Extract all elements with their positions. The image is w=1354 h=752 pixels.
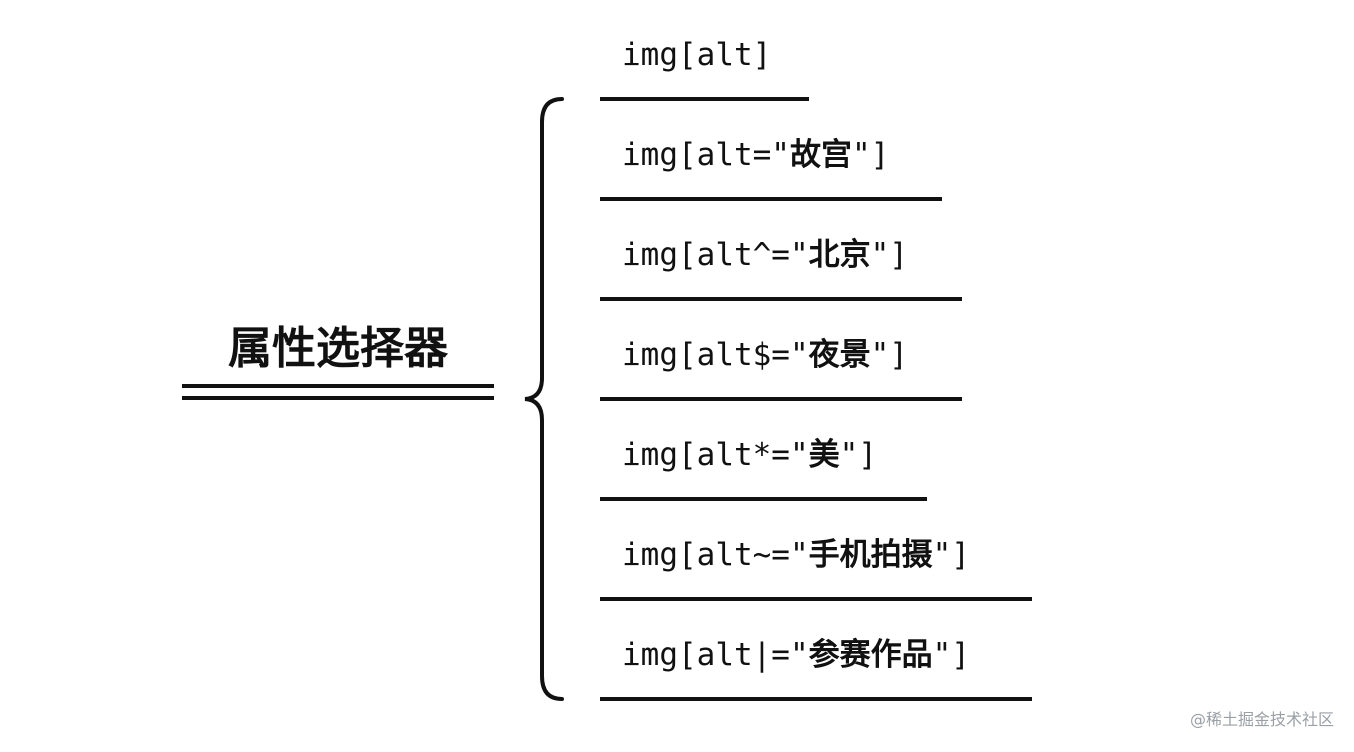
- selector-prefix: img[alt=": [622, 137, 790, 173]
- selector-value: 参赛作品: [808, 637, 933, 673]
- selector-code: img[alt~="手机拍摄"]: [622, 540, 970, 571]
- selector-value: 北京: [808, 237, 871, 273]
- selector-suffix: "]: [870, 237, 908, 273]
- selector-code: img[alt*="美"]: [622, 440, 877, 471]
- selector-suffix: "]: [932, 637, 970, 673]
- item-underline: [600, 597, 1032, 601]
- watermark: @稀土掘金技术社区: [1189, 710, 1334, 729]
- selector-code: img[alt|="参赛作品"]: [622, 640, 970, 671]
- item-underline: [600, 497, 927, 501]
- selector-suffix: "]: [851, 137, 890, 173]
- selector-value: 故宫: [789, 137, 852, 173]
- selector-suffix: "]: [932, 537, 970, 573]
- item-underline: [600, 97, 809, 101]
- selector-code: img[alt]: [622, 40, 771, 71]
- selector-prefix: img[alt*=": [622, 437, 809, 473]
- selector-code: img[alt="故宫"]: [622, 140, 889, 171]
- selector-value: 美: [808, 437, 840, 473]
- selector-prefix: img[alt]: [622, 37, 772, 73]
- selector-suffix: "]: [839, 437, 877, 473]
- selector-suffix: "]: [870, 337, 908, 373]
- selector-prefix: img[alt~=": [622, 537, 809, 573]
- item-underline: [600, 697, 1032, 701]
- item-underline: [600, 397, 962, 401]
- root-underline-bottom: [182, 396, 494, 400]
- selector-value: 手机拍摄: [808, 537, 933, 573]
- selector-prefix: img[alt$=": [622, 337, 809, 373]
- root-label: 属性选择器: [228, 323, 448, 374]
- selector-value: 夜景: [808, 337, 871, 373]
- selector-code: img[alt$="夜景"]: [622, 340, 908, 371]
- root-underline-top: [182, 384, 494, 388]
- selector-prefix: img[alt^=": [622, 237, 809, 273]
- item-underline: [600, 297, 962, 301]
- curly-brace: [524, 97, 564, 701]
- selector-prefix: img[alt|=": [622, 637, 809, 673]
- selector-code: img[alt^="北京"]: [622, 240, 908, 271]
- item-underline: [600, 197, 942, 201]
